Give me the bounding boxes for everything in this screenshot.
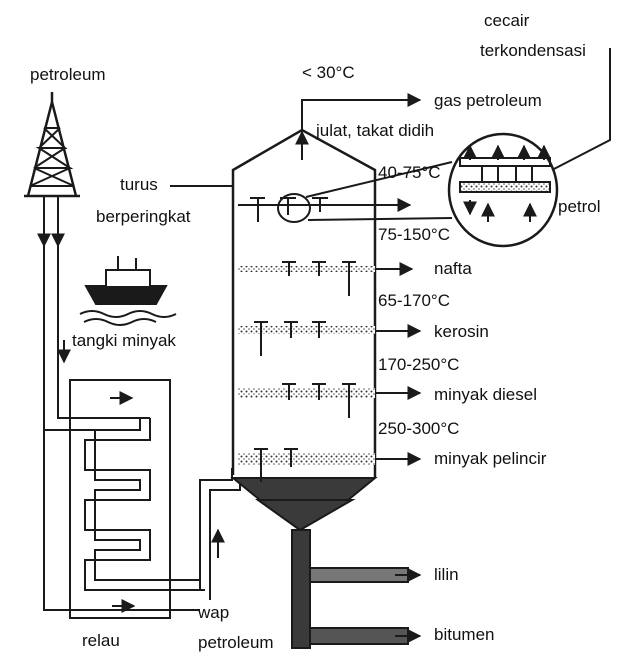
tray-diesel	[238, 383, 422, 418]
label-250-300c: 250-300°C	[378, 419, 460, 438]
label-cecair: cecair	[484, 11, 530, 30]
top-gas-outlet	[295, 93, 422, 160]
label-petrol: petrol	[558, 197, 601, 216]
tray-nafta	[238, 261, 414, 296]
label-bitumen: bitumen	[434, 625, 495, 644]
label-below-30c: < 30°C	[302, 63, 355, 82]
label-minyak-pelincir: minyak pelincir	[434, 449, 547, 468]
label-lilin: lilin	[434, 565, 459, 584]
label-minyak-diesel: minyak diesel	[434, 385, 537, 404]
label-nafta: nafta	[434, 259, 472, 278]
label-40-75c: 40-75°C	[378, 163, 441, 182]
ship-icon	[79, 256, 177, 326]
tray-petrol	[238, 197, 412, 222]
label-terkondensasi: terkondensasi	[480, 41, 586, 60]
vapour-pipe	[199, 468, 241, 600]
oil-derrick-icon	[24, 92, 80, 198]
label-boiling-range: julat, takat didih	[316, 121, 435, 140]
label-petroleum: petroleum	[30, 65, 106, 84]
label-170-250c: 170-250°C	[378, 355, 460, 374]
label-wap: wap	[198, 603, 230, 622]
label-tangki-minyak: tangki minyak	[72, 331, 176, 350]
label-75-150c: 75-150°C	[378, 225, 451, 244]
bottom-outlets	[291, 529, 422, 649]
tray-kerosin	[238, 321, 422, 356]
furnace-relau	[43, 379, 205, 619]
tray-pelincir	[238, 448, 422, 482]
label-wap-petroleum: petroleum	[198, 633, 274, 652]
label-turus: turus	[120, 175, 158, 194]
label-gas-petroleum: gas petroleum	[434, 91, 542, 110]
label-65-170c: 65-170°C	[378, 291, 451, 310]
crude-oil-pipe	[37, 196, 150, 431]
magnified-tray-view	[277, 48, 611, 248]
label-relau: relau	[82, 631, 120, 650]
label-berperingkat: berperingkat	[96, 207, 191, 226]
label-kerosin: kerosin	[434, 322, 489, 341]
